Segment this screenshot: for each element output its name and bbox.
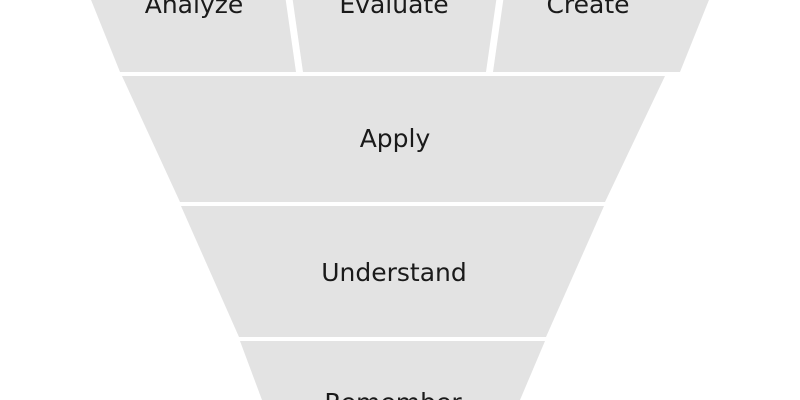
segment-analyze xyxy=(91,0,296,72)
label-remember: Remember xyxy=(324,388,462,400)
label-create: Create xyxy=(546,0,629,19)
segment-apply xyxy=(122,76,665,202)
segment-understand xyxy=(181,206,604,337)
funnel-level-apply: Apply xyxy=(122,76,665,202)
label-evaluate: Evaluate xyxy=(339,0,448,19)
label-analyze: Analyze xyxy=(145,0,244,19)
label-apply: Apply xyxy=(360,124,431,153)
funnel-level-remember: Remember xyxy=(240,341,545,400)
funnel-top-row: Analyze Evaluate Create xyxy=(91,0,709,72)
label-understand: Understand xyxy=(321,258,467,287)
funnel-level-understand: Understand xyxy=(181,206,604,337)
segment-remember xyxy=(240,341,545,400)
segment-create xyxy=(493,0,709,72)
segment-evaluate xyxy=(292,0,497,72)
